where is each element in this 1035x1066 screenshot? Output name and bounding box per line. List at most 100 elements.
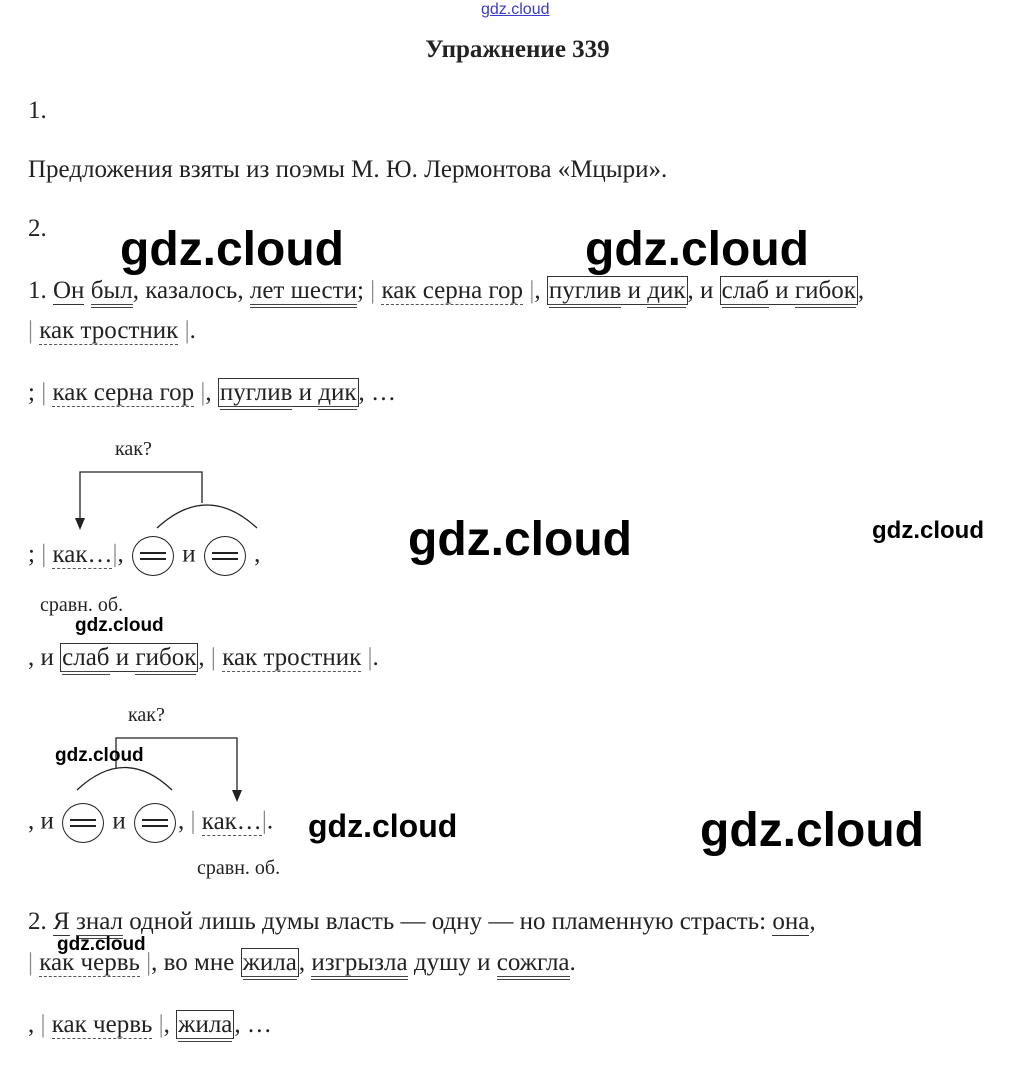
phrase-boundary: | bbox=[158, 1011, 164, 1038]
text-segment bbox=[196, 808, 202, 835]
predicate-group-box: пуглив и дик bbox=[217, 378, 359, 410]
predicate: лет шести bbox=[249, 277, 357, 308]
predicate: пуглив bbox=[219, 379, 293, 410]
predicate-group-box: жила bbox=[240, 948, 299, 980]
predicate: жила bbox=[178, 1011, 233, 1042]
phrase-boundary: | bbox=[200, 379, 206, 406]
comparative-phrase: как тростник bbox=[222, 644, 362, 672]
text-segment: , во мне bbox=[151, 949, 241, 976]
fragment-2: , и слаб и гибок, | как тростник |. bbox=[28, 643, 379, 675]
comparative-phrase: как… bbox=[52, 540, 113, 569]
text-segment: , bbox=[809, 908, 816, 935]
predicate: дик bbox=[318, 379, 357, 410]
watermark: gdz.cloud bbox=[75, 615, 164, 636]
phrase-boundary: | bbox=[529, 277, 535, 304]
text-segment: 1. bbox=[28, 277, 53, 304]
phrase-boundary: | bbox=[41, 379, 47, 406]
text-segment: , bbox=[205, 379, 218, 406]
text-segment: душу и bbox=[407, 949, 497, 976]
text-segment: и bbox=[176, 540, 202, 568]
sentence-2-line-1: 2. Я знал одной лишь думы власть — одну … bbox=[28, 907, 816, 939]
arrow-1-head bbox=[75, 518, 85, 530]
text-segment: 2. bbox=[28, 908, 53, 935]
comparative-phrase: как серна гор bbox=[52, 379, 195, 407]
fragment-3: , | как червь |, жила, … bbox=[28, 1010, 272, 1042]
predicate: сожгла bbox=[496, 949, 570, 980]
page-title: Упражнение 339 bbox=[425, 36, 610, 63]
predicate: изгрызла bbox=[311, 949, 408, 980]
text-segment: и bbox=[292, 379, 319, 406]
predicate: знал bbox=[75, 908, 123, 939]
phrase-boundary: | bbox=[190, 807, 196, 835]
sentence-1-line-1: 1. Он был, казалось, лет шести; | как се… bbox=[28, 276, 864, 308]
predicate-circle-icon bbox=[132, 536, 174, 576]
diagram-1-row: ; | как…|, и , bbox=[28, 536, 260, 576]
text-segment: . bbox=[372, 644, 379, 671]
text-segment: , и bbox=[28, 644, 61, 671]
diagram-2-bracket bbox=[76, 737, 238, 791]
watermark: gdz.cloud bbox=[120, 223, 344, 276]
text-segment: и bbox=[621, 277, 648, 304]
text-segment: ; bbox=[28, 379, 42, 406]
watermark: gdz.cloud bbox=[57, 934, 146, 955]
phrase-boundary: | bbox=[261, 807, 267, 835]
phrase-boundary: | bbox=[210, 644, 216, 671]
text-segment: , и bbox=[687, 277, 720, 304]
watermark: gdz.cloud bbox=[700, 804, 924, 857]
text-segment: , bbox=[198, 644, 211, 671]
text-segment: одной лишь думы власть — одну — но пламе… bbox=[122, 908, 773, 935]
text-segment: ; bbox=[356, 277, 371, 304]
comparative-phrase: как серна гор bbox=[381, 277, 524, 305]
predicate-group-box: жила bbox=[176, 1010, 235, 1042]
watermark: gdz.cloud bbox=[408, 513, 632, 566]
comparative-phrase: как червь bbox=[51, 1011, 153, 1039]
text-segment: и bbox=[106, 807, 133, 835]
predicate-circle-icon bbox=[62, 803, 105, 843]
watermark: gdz.cloud bbox=[55, 745, 144, 766]
text-segment: и bbox=[109, 644, 136, 671]
text-segment: . bbox=[569, 949, 576, 976]
predicate-circle-icon bbox=[134, 803, 177, 843]
predicate-group-box: слаб и гибок bbox=[719, 276, 858, 308]
text-segment bbox=[46, 1011, 52, 1038]
predicate-circle-icon bbox=[203, 536, 246, 576]
text-segment: . bbox=[266, 807, 274, 835]
text-segment: ; bbox=[28, 540, 42, 568]
comparison-label-1: сравн. об. bbox=[40, 594, 124, 616]
diagram-1-bracket bbox=[79, 471, 258, 529]
phrase-boundary: | bbox=[370, 277, 376, 304]
phrase-boundary: | bbox=[112, 540, 118, 568]
predicate: пуглив bbox=[548, 277, 622, 308]
predicate: жила bbox=[242, 949, 297, 980]
fragment-1: ; | как серна гор |, пуглив и дик, … bbox=[28, 378, 397, 410]
comparative-phrase: как тростник bbox=[39, 317, 179, 345]
text-segment bbox=[70, 908, 76, 935]
predicate: слаб bbox=[721, 277, 770, 308]
subject: Я bbox=[53, 908, 70, 936]
phrase-boundary: | bbox=[146, 949, 152, 976]
comparison-label-2: сравн. об. bbox=[197, 857, 281, 879]
predicate: дик bbox=[647, 277, 686, 308]
question-label-2: как? bbox=[128, 704, 165, 726]
predicate: гибок bbox=[794, 277, 856, 308]
text-segment: , bbox=[163, 1011, 177, 1038]
text-segment: , bbox=[178, 807, 191, 835]
comparative-phrase: как червь bbox=[39, 949, 140, 977]
watermark-link[interactable]: gdz.cloud bbox=[481, 1, 550, 18]
part-2-label: 2. bbox=[28, 215, 47, 242]
predicate-group-box: слаб и гибок bbox=[60, 643, 199, 675]
text-segment: , казалось, bbox=[132, 277, 250, 304]
text-segment: , bbox=[28, 1011, 41, 1038]
sentence-1-line-2: | как тростник |. bbox=[28, 316, 196, 346]
text-segment: и bbox=[769, 277, 795, 304]
sentence-2-line-2: | как червь |, во мне жила, изгрызла душ… bbox=[28, 948, 576, 980]
phrase-boundary: | bbox=[40, 1011, 46, 1038]
predicate: слаб bbox=[62, 644, 110, 675]
phrase-boundary: | bbox=[28, 317, 34, 344]
question-label-1: как? bbox=[115, 438, 152, 460]
text-segment: , … bbox=[358, 379, 397, 406]
predicate: гибок bbox=[135, 644, 197, 675]
text-segment: , bbox=[247, 540, 261, 568]
arrow-2-head bbox=[232, 790, 242, 802]
